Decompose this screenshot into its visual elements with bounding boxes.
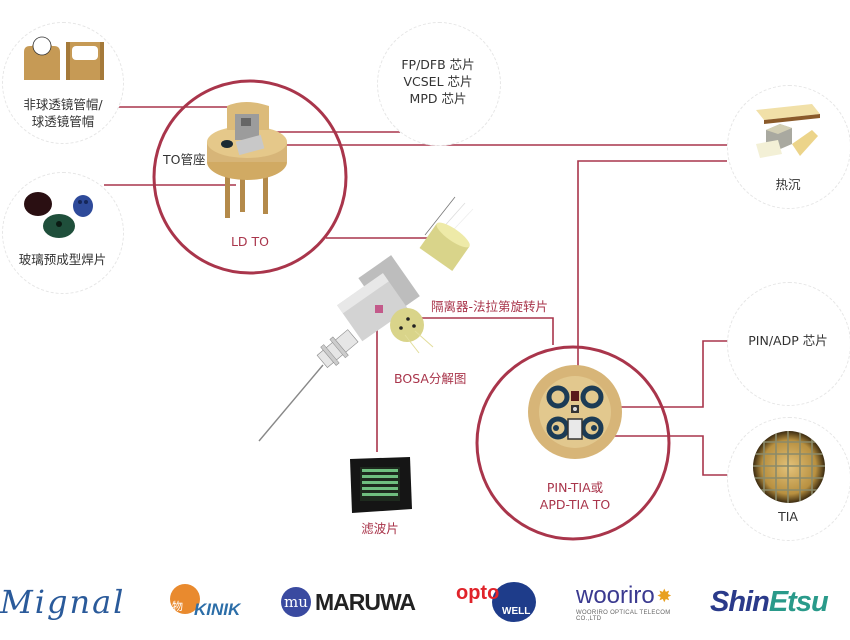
wooriro-star-icon: ✸	[656, 585, 672, 607]
logo-shinetsu-shin: Shin	[710, 585, 770, 618]
logo-shinetsu: Shin Etsu	[710, 578, 850, 626]
logo-optowell: opto WELL	[454, 578, 539, 626]
optowell-mark-icon	[492, 582, 536, 622]
preform-label: 玻璃预成型焊片	[18, 252, 107, 267]
logo-maruwa: mu MARUWA	[281, 578, 426, 626]
logo-optowell-top: opto	[456, 582, 500, 604]
logo-kinik-text: KINIK	[194, 600, 241, 619]
maruwa-mark-icon: mu	[281, 587, 311, 617]
bosa-exploded-icon	[258, 196, 474, 442]
bosa-label: BOSA分解图	[394, 371, 467, 386]
kinik-mark-icon: 物	[170, 584, 200, 614]
pin-tia-title: PIN-TIA或 APD-TIA TO	[525, 479, 625, 513]
solder-preform-icon	[24, 192, 93, 238]
pin-tia-title-line1: PIN-TIA或	[546, 480, 604, 495]
heatsink-label: 热沉	[775, 177, 801, 192]
logo-shinetsu-etsu: Etsu	[768, 585, 829, 618]
chips-label: FP/DFB 芯片 VCSEL 芯片 MPD 芯片	[378, 56, 498, 107]
bubble-heatsink	[727, 85, 850, 209]
logo-mignal: Mignal	[0, 578, 140, 626]
logo-maruwa-text: MARUWA	[315, 588, 416, 615]
connector-tia	[580, 435, 728, 476]
connector-isolator	[408, 317, 554, 345]
connector-pin-chip	[575, 340, 728, 408]
bubble-pin-chip	[727, 282, 850, 406]
tia-label: TIA	[778, 509, 798, 524]
logo-wooriro: wooriro ✸ WOORIRO OPTICAL TELECOM CO.,LT…	[576, 578, 696, 626]
chips-label-line2: VCSEL 芯片	[403, 74, 473, 89]
filter-chip-icon	[350, 457, 412, 513]
to-header-label: TO管座	[163, 152, 206, 167]
pin-tia-to-device-icon	[528, 365, 622, 459]
pin-chip-label: PIN/ADP 芯片	[748, 333, 828, 348]
logo-mignal-text: Mignal	[0, 583, 126, 621]
logo-wooriro-subtitle: WOORIRO OPTICAL TELECOM CO.,LTD	[576, 610, 671, 622]
filter-label: 滤波片	[361, 521, 399, 536]
lens-cap-label: 非球透镜管帽/ 球透镜管帽	[18, 96, 108, 130]
ld-to-ring	[152, 79, 348, 275]
pin-tia-ring	[475, 345, 671, 541]
maruwa-mark-text: mu	[284, 593, 308, 611]
logo-kinik: 物 KINIK	[168, 578, 253, 626]
lens-cap-label-line1: 非球透镜管帽/	[23, 97, 103, 112]
heatsink-icon	[756, 104, 820, 158]
chips-label-line1: FP/DFB 芯片	[401, 57, 475, 72]
pin-tia-title-line2: APD-TIA TO	[539, 497, 611, 512]
ld-to-title: LD TO	[230, 234, 270, 249]
bubble-chips	[377, 22, 501, 146]
chips-label-line3: MPD 芯片	[409, 91, 467, 106]
connector-heatsink-pin	[577, 160, 727, 397]
kinik-glyph: 物	[172, 600, 183, 613]
isolator-label: 隔离器-法拉第旋转片	[431, 299, 549, 314]
logo-optowell-bottom: WELL	[502, 606, 531, 617]
logo-wooriro-text: wooriro	[576, 582, 655, 609]
lens-cap-icon	[24, 36, 104, 80]
tia-wafer-icon	[753, 431, 825, 503]
ld-to-device-icon	[207, 102, 287, 218]
lens-cap-label-line2: 球透镜管帽	[31, 114, 95, 129]
